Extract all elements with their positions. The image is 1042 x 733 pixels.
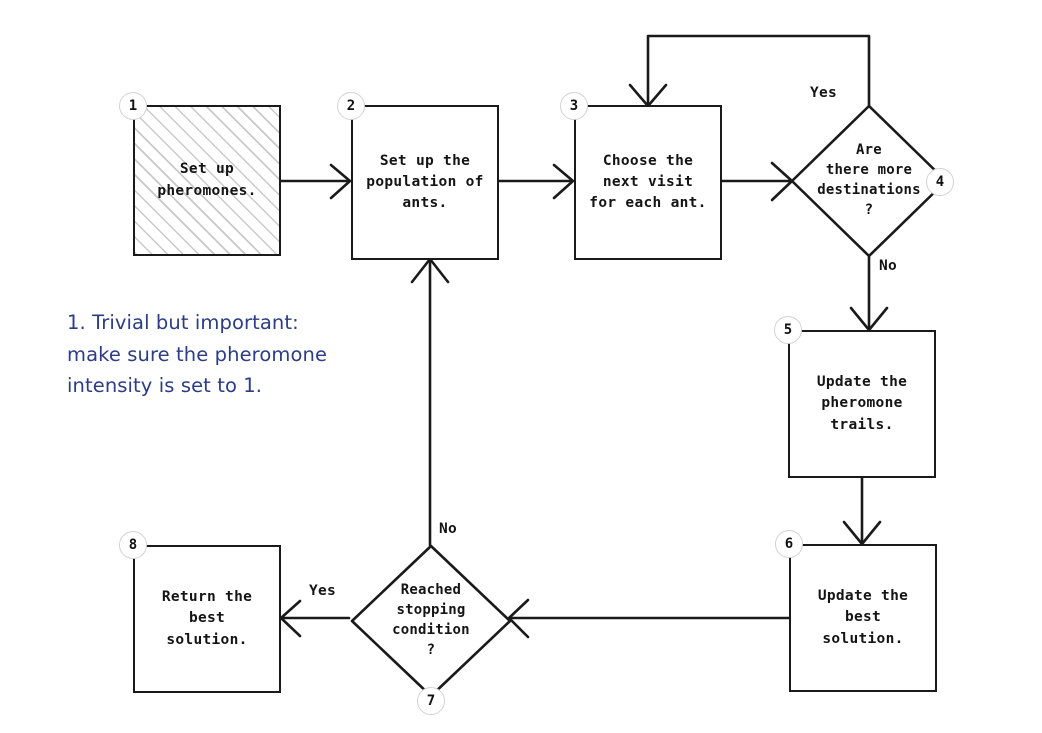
process-node-3[interactable]: Choose the next visit for each ant. [574, 105, 722, 260]
node-badge-6: 6 [775, 530, 803, 558]
process-node-6[interactable]: Update the best solution. [789, 544, 937, 692]
node-badge-7: 7 [417, 687, 445, 715]
decision-node-7-shape [350, 544, 512, 698]
node-badge-3: 3 [560, 92, 588, 120]
annotation-note: 1. Trivial but important: make sure the … [67, 311, 328, 398]
edge-4-yes-to-3 [646, 34, 871, 107]
edge-label-yes-more-destinations: Yes [810, 85, 838, 101]
process-node-6-label: Update the best solution. [817, 588, 909, 647]
process-node-8[interactable]: Return the best solution. [133, 545, 281, 693]
node-badge-1: 1 [119, 92, 147, 120]
edge-label-no-stopping: No [439, 521, 458, 537]
edge-label-yes-stopping: Yes [309, 583, 337, 599]
arrowhead-1-to-2 [329, 163, 352, 200]
arrowhead-2-to-3 [552, 163, 575, 200]
node-badge-4: 4 [926, 168, 954, 196]
node-badge-5: 5 [774, 316, 802, 344]
process-node-1-label: Set up pheromones. [157, 161, 257, 199]
decision-node-7[interactable]: Reached stopping condition ? [350, 544, 512, 698]
decision-node-4[interactable]: Are there more destinations ? [790, 104, 948, 258]
process-node-8-label: Return the best solution. [161, 589, 253, 648]
process-node-3-label: Choose the next visit for each ant. [589, 152, 707, 211]
arrowhead-6-to-7 [507, 598, 530, 639]
process-node-5-label: Update the pheromone trails. [816, 374, 908, 433]
node-badge-8: 8 [119, 531, 147, 559]
process-node-2-label: Set up the population of ants. [366, 152, 484, 211]
arrowhead-7-yes-to-8 [279, 599, 302, 638]
edge-label-no-more-destinations: No [879, 258, 898, 274]
decision-node-4-shape [790, 104, 948, 258]
process-node-1[interactable]: Set up pheromones. [133, 105, 281, 256]
node-badge-2: 2 [337, 92, 365, 120]
process-node-5[interactable]: Update the pheromone trails. [788, 330, 936, 478]
process-node-2[interactable]: Set up the population of ants. [351, 105, 499, 260]
